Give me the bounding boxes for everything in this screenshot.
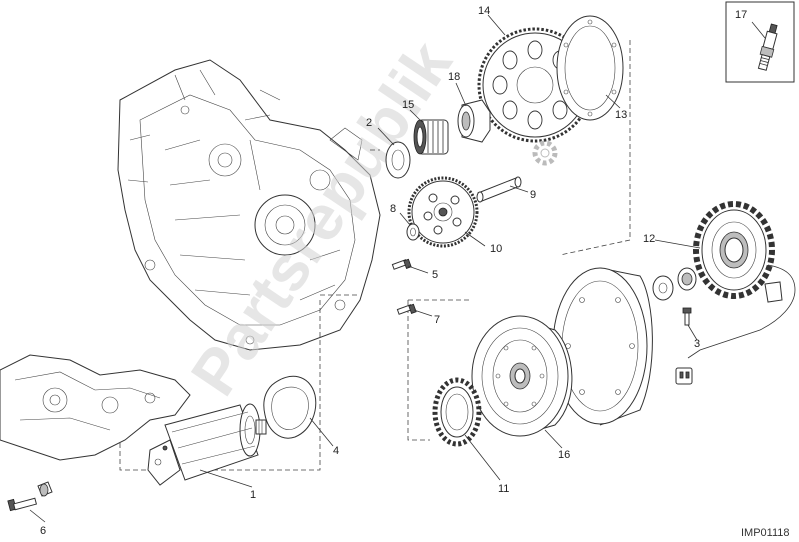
leader-lines — [29, 14, 766, 523]
callout-18: 18 — [448, 71, 460, 83]
gear-cover-ring — [556, 15, 624, 121]
washer — [385, 141, 411, 179]
one-way-clutch — [432, 377, 482, 447]
roller-cage — [413, 119, 449, 155]
gear-shaft — [476, 176, 522, 203]
callout-13: 13 — [615, 109, 627, 121]
callout-14: 14 — [478, 5, 490, 17]
callout-7: 7 — [434, 314, 440, 326]
callout-15: 15 — [402, 99, 414, 111]
small-washer — [406, 223, 420, 241]
spark-plug-inset — [725, 1, 795, 83]
screw-3 — [682, 307, 692, 326]
callouts: 1 2 3 4 5 6 7 8 9 10 11 12 13 14 15 16 1… — [40, 5, 747, 537]
starter-gasket — [263, 375, 317, 439]
engine-fragment — [0, 354, 191, 461]
callout-6: 6 — [40, 525, 46, 537]
callout-2: 2 — [366, 117, 372, 129]
gear-watermark-icon — [532, 140, 558, 166]
bolt-6 — [7, 497, 38, 512]
starter-motor — [147, 403, 267, 486]
stator-washers — [652, 267, 697, 301]
callout-5: 5 — [432, 269, 438, 281]
callout-17: 17 — [735, 9, 747, 21]
screw-7 — [396, 303, 417, 315]
stator — [687, 201, 796, 359]
bushing — [457, 99, 491, 143]
screw-5 — [391, 258, 412, 270]
callout-12: 12 — [643, 233, 655, 245]
callout-10: 10 — [490, 243, 502, 255]
flywheel — [471, 315, 573, 437]
crankcase — [117, 59, 381, 351]
callout-9: 9 — [530, 189, 536, 201]
callout-11: 11 — [498, 483, 509, 495]
callout-3: 3 — [694, 338, 700, 350]
assembly-outlines — [119, 40, 631, 471]
callout-1: 1 — [250, 489, 256, 501]
intermediate-gear — [407, 176, 479, 248]
callout-4: 4 — [333, 445, 339, 457]
image-code: IMP01118 — [741, 527, 790, 539]
callout-8: 8 — [390, 203, 396, 215]
callout-16: 16 — [558, 449, 570, 461]
wire-connector — [675, 367, 693, 385]
spacer-6 — [37, 481, 53, 497]
